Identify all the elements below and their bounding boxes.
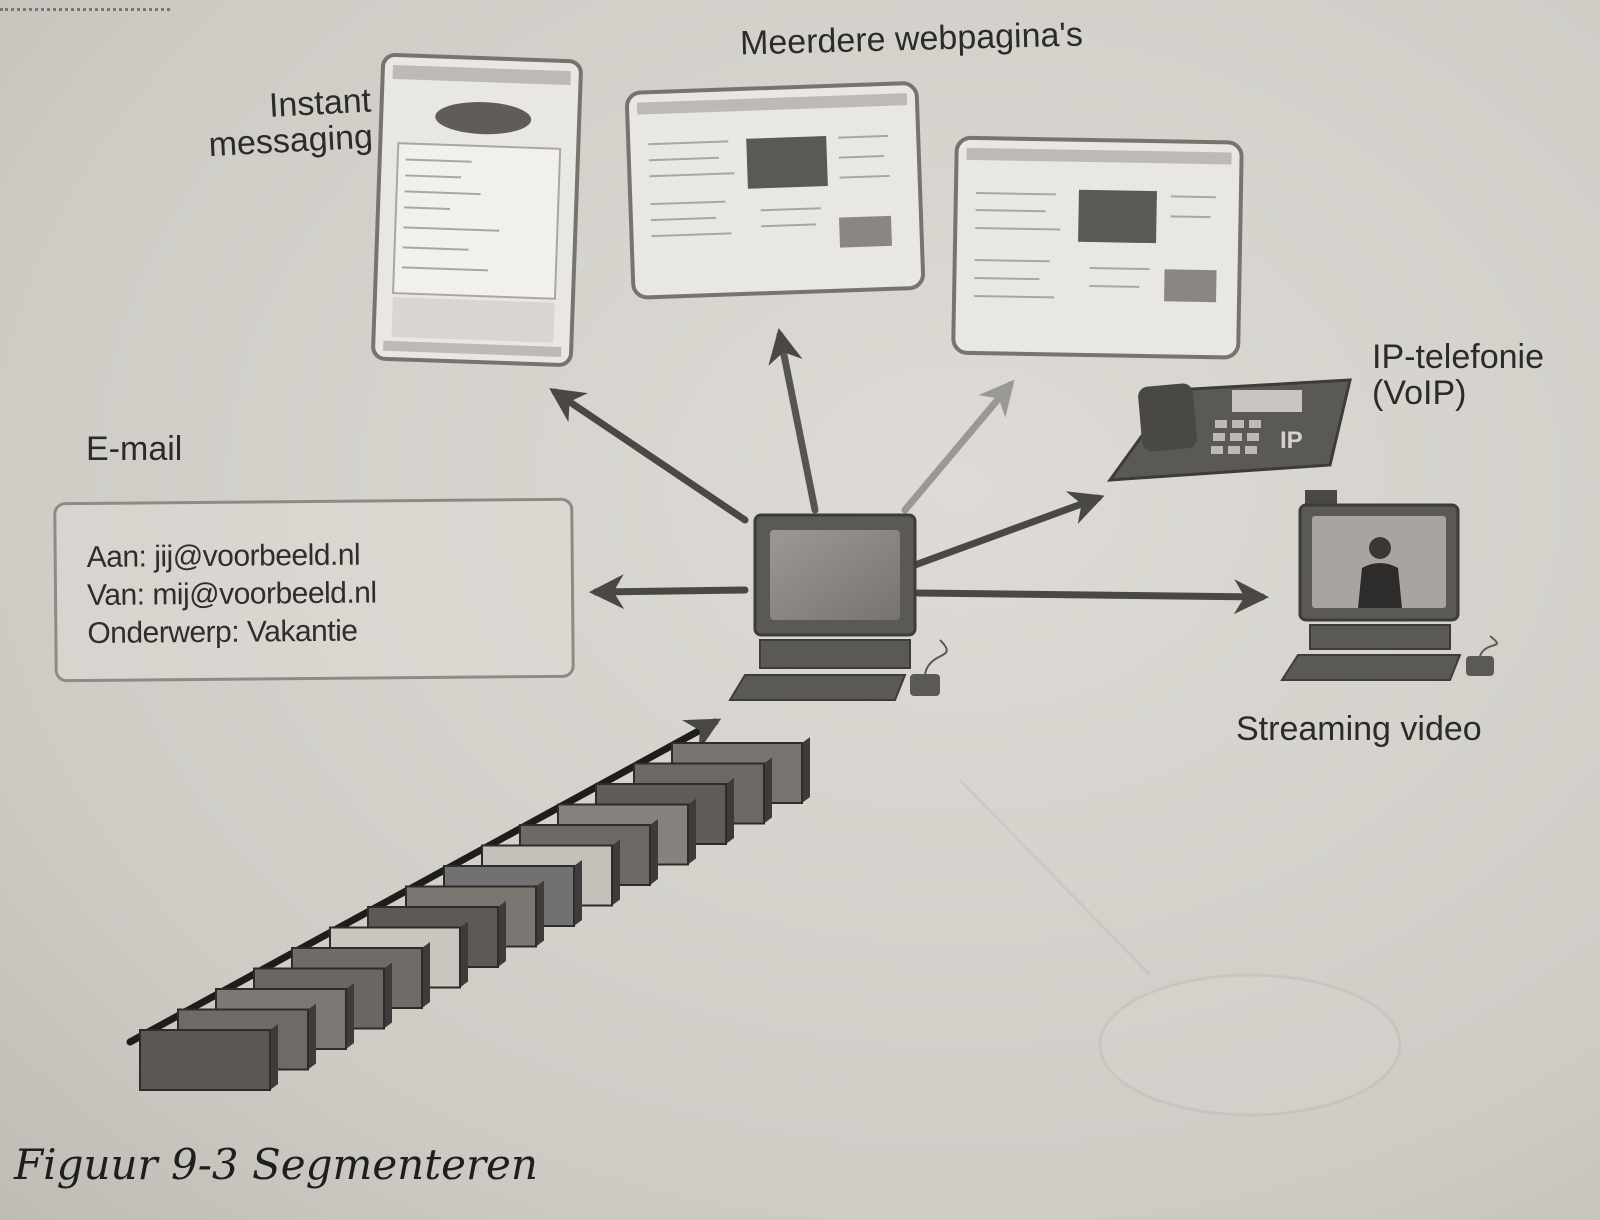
segment-block-side (612, 839, 620, 906)
segment-block-side (384, 962, 392, 1029)
label-email: E-mail (86, 430, 183, 468)
arrow-to-im (549, 388, 749, 524)
webpage-window-1 (625, 81, 926, 300)
segment-block-side (498, 901, 506, 967)
central-computer (728, 513, 948, 701)
segment-block-side (536, 880, 544, 947)
arrow-to-email (589, 574, 749, 610)
ip-phone: IP (1106, 378, 1352, 482)
arrow-to-webpage-2 (901, 379, 1015, 514)
label-ip-telephony: IP-telefonie (VoIP) (1372, 338, 1544, 412)
email-subject: Onderwerp: Vakantie (87, 614, 358, 650)
segment-block (139, 1024, 278, 1091)
streaming-video-computer (1280, 490, 1498, 681)
email-box: Aan: jij@voorbeeld.nl Van: mij@voorbeeld… (53, 497, 575, 683)
segment-block-side (346, 983, 354, 1049)
arrow-to-webpage-1 (768, 328, 819, 514)
arrows (126, 328, 1269, 1046)
figure-caption: Figuur 9-3 Segmenteren (14, 1140, 538, 1189)
segment-block-side (726, 778, 734, 844)
instant-messaging-window (371, 53, 583, 367)
segment-block-side (688, 798, 696, 865)
segment-block-side (270, 1024, 278, 1090)
segment-block-side (308, 1003, 316, 1070)
segment-block-side (460, 921, 468, 988)
top-dotted-rule (0, 8, 170, 11)
arrow-to-streaming-video (914, 579, 1269, 615)
email-to: Aan: jij@voorbeeld.nl (86, 538, 361, 574)
label-instant-messaging: Instant messaging (198, 82, 374, 164)
segment-block-side (422, 942, 430, 1008)
segment-block-side (802, 737, 810, 803)
segment-block-side (650, 819, 658, 885)
segment-block-side (574, 860, 582, 926)
label-ip-line2: (VoIP) (1372, 373, 1467, 412)
email-from: Van: mij@voorbeeld.nl (86, 576, 377, 612)
webpage-window-2 (951, 135, 1244, 360)
ip-badge: IP (1280, 427, 1303, 454)
label-streaming-video: Streaming video (1236, 710, 1482, 748)
segments-stack (139, 737, 810, 1091)
background-cloud (958, 778, 1402, 1117)
segment-block-side (764, 757, 772, 824)
label-ip-line1: IP-telefonie (1372, 338, 1544, 376)
arrow-to-ip-phone (911, 491, 1105, 569)
segment-block-face (139, 1029, 271, 1091)
